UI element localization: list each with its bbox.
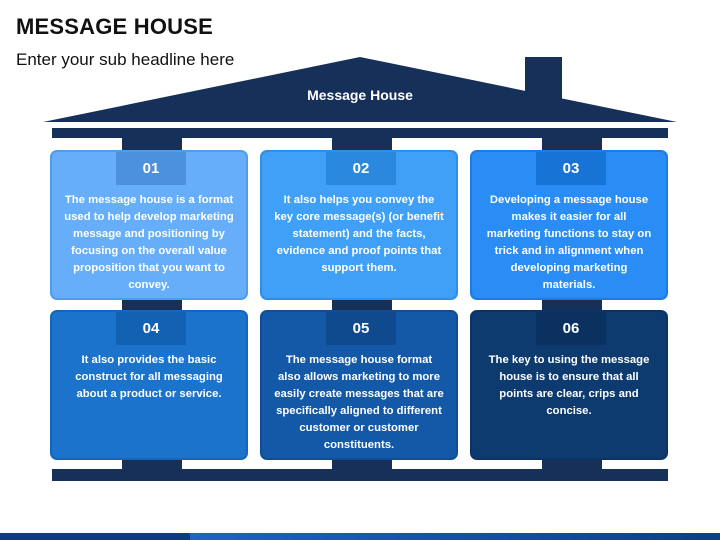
footer-bar xyxy=(0,533,720,540)
slide-subtitle: Enter your sub headline here xyxy=(16,50,235,69)
card-text: The key to using the message house is to… xyxy=(488,354,650,417)
card-text: The message house is a format used to he… xyxy=(64,194,234,291)
chimney xyxy=(525,57,562,101)
card-text: The message house format also allows mar… xyxy=(274,354,444,451)
roof xyxy=(43,57,677,122)
card-text: Developing a message house makes it easi… xyxy=(486,194,652,291)
card-05: 05 The message house format also allows … xyxy=(260,310,458,460)
card-04: 04 It also provides the basic construct … xyxy=(50,310,248,460)
card-text: It also helps you convey the key core me… xyxy=(274,194,444,274)
base-beam xyxy=(52,469,668,481)
card-text: It also provides the basic construct for… xyxy=(75,354,223,400)
card-number: 06 xyxy=(536,312,606,345)
top-beam xyxy=(52,128,668,138)
card-number: 01 xyxy=(116,152,186,185)
roof-label: Message House xyxy=(307,87,413,103)
card-02: 02 It also helps you convey the key core… xyxy=(260,150,458,300)
card-03: 03 Developing a message house makes it e… xyxy=(470,150,668,300)
card-01: 01 The message house is a format used to… xyxy=(50,150,248,300)
card-number: 03 xyxy=(536,152,606,185)
card-number: 05 xyxy=(326,312,396,345)
card-06: 06 The key to using the message house is… xyxy=(470,310,668,460)
slide-title: MESSAGE HOUSE xyxy=(16,14,213,39)
card-number: 02 xyxy=(326,152,396,185)
card-number: 04 xyxy=(116,312,186,345)
